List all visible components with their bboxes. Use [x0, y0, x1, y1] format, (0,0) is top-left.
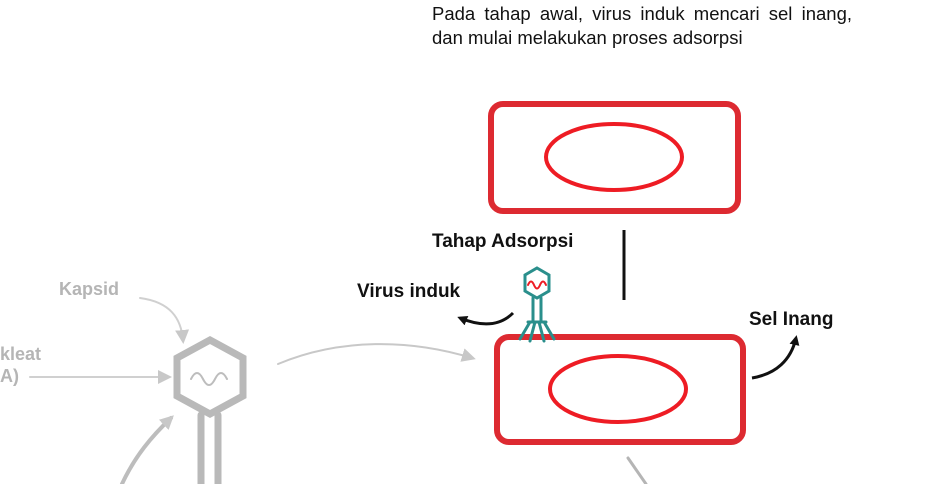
nucleus-top — [544, 122, 684, 192]
stage-label: Tahap Adsorpsi — [432, 231, 574, 252]
host-cell-label: Sel Inang — [749, 309, 834, 330]
nucleus-bottom — [548, 354, 688, 424]
arrow-kapsid — [139, 297, 190, 344]
parent-virus-label: Virus induk — [357, 281, 461, 302]
faded-virus-diagram — [29, 297, 648, 484]
nucleic-acid-label: kleat A) — [0, 343, 41, 387]
viral-dna-icon — [527, 280, 547, 290]
faded-nucleic-acid-icon — [190, 372, 228, 386]
arrow-virus-induk — [457, 311, 515, 326]
host-cell-bottom — [494, 334, 746, 445]
capsid-label: Kapsid — [59, 279, 120, 299]
host-cell-top — [488, 101, 741, 214]
arrow-faded-tail — [120, 415, 174, 484]
arrow-faded-to-cell — [277, 343, 476, 365]
nucleic-acid-label-line2: A) — [0, 366, 19, 386]
nucleic-acid-label-line1: kleat — [0, 344, 42, 364]
parent-virus-icon — [518, 266, 556, 343]
arrow-sel-inang — [751, 335, 800, 380]
stage-description: Pada tahap awal, virus induk mencari sel… — [432, 3, 852, 48]
faded-capsid-icon — [173, 336, 247, 418]
faded-line-bottom — [626, 456, 648, 484]
